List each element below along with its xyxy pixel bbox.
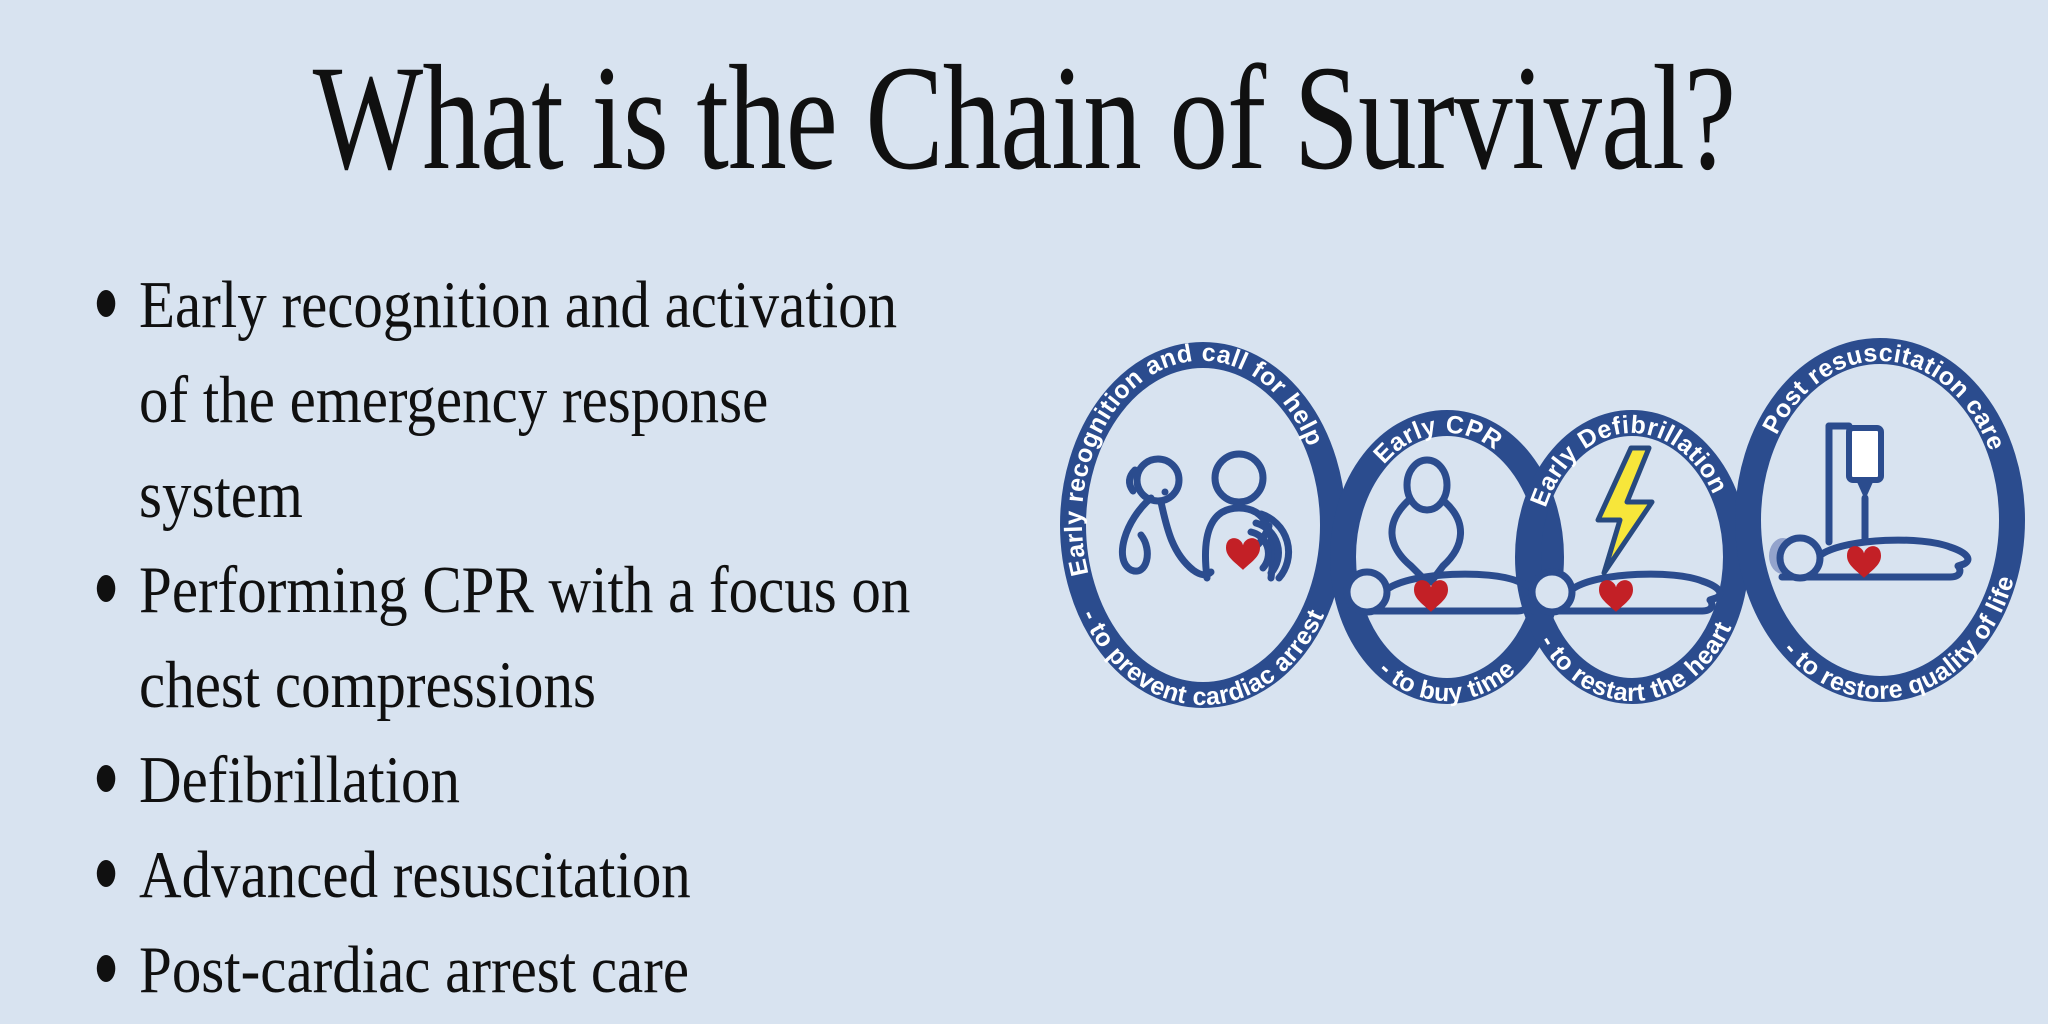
ring-label-bottom: - to restore quality of life <box>1778 572 2019 705</box>
bullet-line: Performing CPR with a focus on <box>139 553 911 627</box>
list-item: Advanced resuscitation <box>88 828 910 923</box>
ring-early-defibrillation <box>1515 410 1749 704</box>
list-item: Post-cardiac arrest care <box>88 923 910 1018</box>
heart-icon <box>1226 538 1260 570</box>
bullet-line: of the emergency response <box>139 363 769 437</box>
bullet-list: Early recognition and activation of the … <box>88 258 910 1018</box>
ring-early-cpr <box>1330 410 1564 704</box>
page-title: What is the Chain of Survival? <box>312 35 1736 201</box>
ring-label-bottom: - to restart the heart <box>1534 617 1737 707</box>
list-item: Early recognition and activation of the … <box>88 258 910 543</box>
svg-text:- to buy time: - to buy time <box>1373 655 1520 708</box>
bystander-calling-icon <box>1118 455 1215 579</box>
ring-post-resuscitation <box>1735 338 2025 702</box>
defibrillation-icon <box>1532 445 1720 612</box>
heart-icon <box>1599 580 1633 612</box>
heart-icon <box>1847 546 1881 578</box>
patient-chest-pain-icon <box>1202 450 1293 582</box>
chain-of-survival-diagram: Early recognition and call for help - to… <box>1060 338 2025 711</box>
svg-text:- to restart the heart: - to restart the heart <box>1534 617 1737 707</box>
cpr-compressions-icon <box>1347 456 1535 612</box>
post-resuscitation-icon <box>1769 422 1968 578</box>
svg-text:- to restore quality of life: - to restore quality of life <box>1778 572 2020 705</box>
iv-bag-icon <box>1846 425 1884 483</box>
lightning-bolt-icon <box>1595 445 1655 576</box>
ring-label-bottom: - to buy time <box>1373 655 1520 708</box>
bullet-line: Early recognition and activation <box>139 268 898 342</box>
svg-text:- to prevent cardiac arrest: - to prevent cardiac arrest <box>1076 605 1330 711</box>
bullet-line: Advanced resuscitation <box>139 838 691 912</box>
list-item: Performing CPR with a focus on chest com… <box>88 543 910 733</box>
bullet-line: chest compressions <box>139 648 596 722</box>
bullet-line: system <box>139 458 303 532</box>
ring-label-bottom: - to prevent cardiac arrest <box>1076 605 1330 711</box>
bullet-line: Post-cardiac arrest care <box>139 933 689 1007</box>
bullet-line: Defibrillation <box>139 743 460 817</box>
list-item: Defibrillation <box>88 733 910 828</box>
